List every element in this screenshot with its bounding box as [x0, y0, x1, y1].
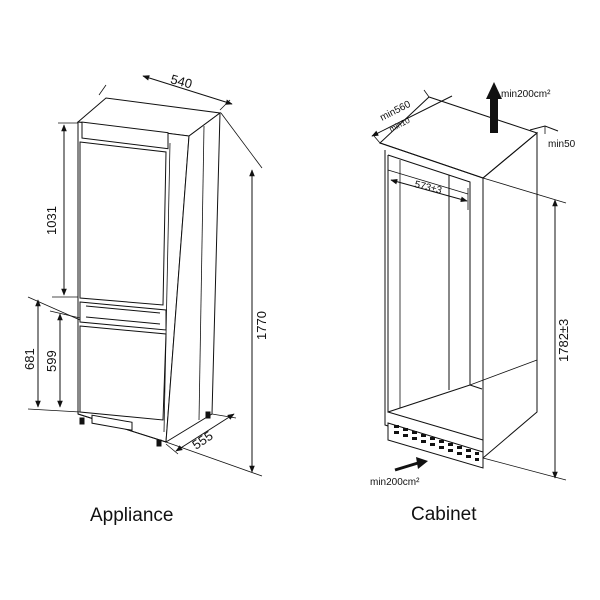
label-depth: 555	[189, 428, 215, 453]
lower-door	[79, 325, 167, 421]
label-vent-top: min200cm²	[501, 89, 551, 100]
label-lower-outer: 681	[22, 348, 37, 370]
label-upper-height: 1031	[44, 206, 59, 235]
label-inner-width: 573±3	[413, 179, 443, 196]
label-lower-inner: 599	[44, 350, 59, 372]
upper-door	[79, 141, 167, 306]
cabinet-side	[482, 131, 538, 459]
cabinet-vent	[387, 422, 484, 469]
foot-right	[156, 439, 162, 447]
dim-line-inner-width	[390, 178, 468, 203]
label-min50: min50	[548, 139, 576, 150]
label-total-height: 1770	[254, 311, 269, 340]
appliance-dimension-labels: 540 1031 1770 681 599 555	[22, 71, 269, 452]
top-vent-arrow	[486, 82, 502, 133]
bottom-vent-arrow	[394, 457, 428, 472]
label-width: 540	[169, 71, 194, 91]
cabinet-drawing	[379, 96, 539, 469]
label-vent-bottom: min200cm²	[370, 477, 420, 488]
top-hinge	[81, 121, 169, 150]
appliance-dimensions	[27, 75, 263, 477]
dim-line-width	[142, 75, 233, 105]
dim-line-depth	[175, 413, 235, 452]
foot-left	[79, 417, 85, 425]
dim-line-min560	[371, 95, 453, 137]
vent-slots	[394, 425, 479, 461]
appliance-drawing	[76, 97, 222, 447]
cabinet-dimensions	[371, 82, 567, 481]
appliance-caption: Appliance	[90, 505, 174, 526]
label-cabinet-height: 1782±3	[556, 319, 571, 362]
cabinet-caption: Cabinet	[411, 504, 477, 525]
